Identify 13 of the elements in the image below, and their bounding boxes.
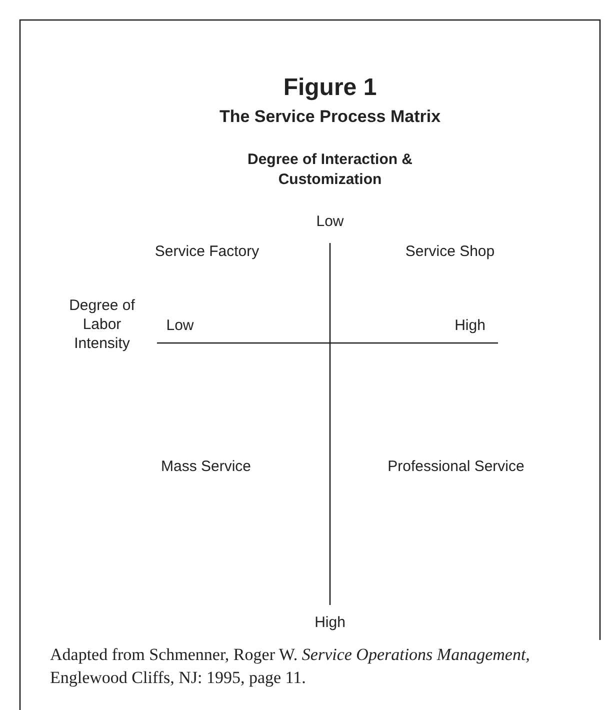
axis-title: Degree of Interaction & Customization: [246, 150, 414, 190]
source-note: Adapted from Schmenner, Roger W. Service Operations Management, Englewood Cliffs, NJ: 1995, page 11.: [50, 644, 531, 689]
axis-end-label: Low: [315, 212, 345, 231]
quadrant-label: Service Factory: [154, 242, 260, 261]
quadrant-label: Service Shop: [404, 242, 496, 261]
axis-end-label: High: [314, 613, 346, 632]
axis-title: Degree of Labor Intensity: [68, 296, 136, 353]
quadrant-label: Professional Service: [386, 457, 526, 476]
axis-end-label: Low: [165, 316, 195, 335]
axis-end-label: High: [454, 316, 486, 335]
figure-title: Figure 1: [282, 74, 378, 102]
figure-subtitle: The Service Process Matrix: [218, 106, 442, 128]
quadrant-label: Mass Service: [160, 457, 252, 476]
